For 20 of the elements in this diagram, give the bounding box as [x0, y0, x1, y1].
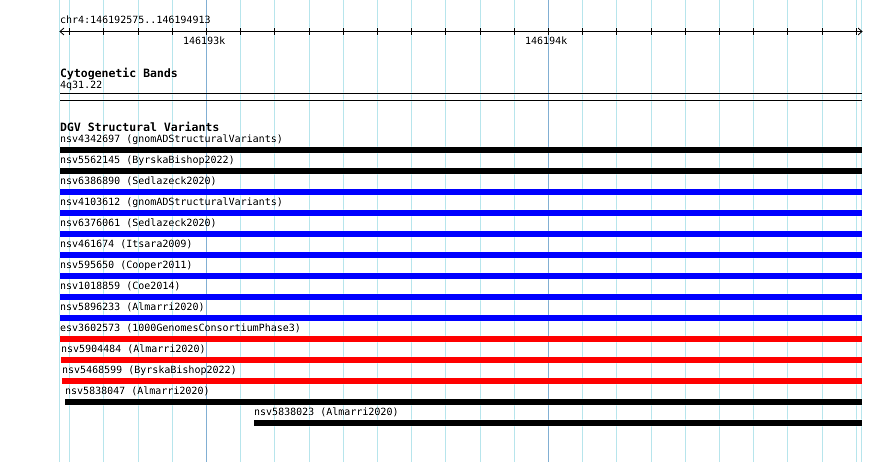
variant-label: nsv5896233 (Almarri2020)	[60, 302, 204, 314]
variant-label: nsv4342697 (gnomADStructuralVariants)	[60, 134, 283, 146]
variant-label: nsv4103612 (gnomADStructuralVariants)	[60, 197, 283, 209]
variant-label: nsv461674 (Itsara2009)	[60, 239, 192, 251]
coordinate-range: chr4:146192575..146194913	[60, 15, 211, 27]
variant-label: nsv5838023 (Almarri2020)	[254, 407, 398, 419]
variant-label: nsv595650 (Cooper2011)	[60, 260, 192, 272]
tick-label: 146193k	[183, 36, 226, 48]
track-heading: Cytogenetic Bands	[60, 67, 178, 80]
variant-label: esv3602573 (1000GenomesConsortiumPhase3)	[60, 323, 301, 335]
variant-label: nsv5838047 (Almarri2020)	[65, 386, 210, 398]
variant-label: nsv5468599 (ByrskaBishop2022)	[62, 365, 237, 377]
variant-label: nsv5562145 (ByrskaBishop2022)	[60, 155, 235, 167]
variant-label: nsv6376061 (Sedlazeck2020)	[60, 218, 217, 230]
band-label: 4q31.22	[60, 80, 102, 92]
variant-label: nsv6386890 (Sedlazeck2020)	[60, 176, 217, 188]
tick-label: 146194k	[525, 36, 568, 48]
track-heading: DGV Structural Variants	[60, 121, 220, 134]
variant-label: nsv1018859 (Coe2014)	[60, 281, 180, 293]
variant-label: nsv5904484 (Almarri2020)	[61, 344, 206, 356]
